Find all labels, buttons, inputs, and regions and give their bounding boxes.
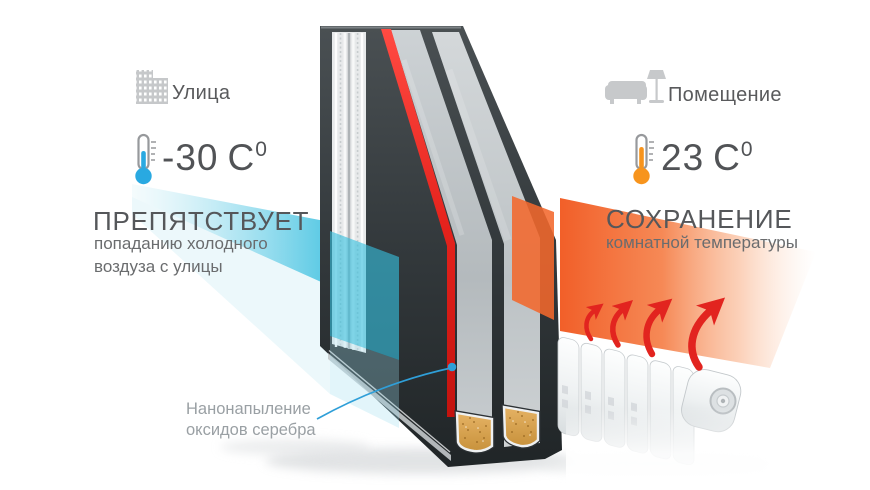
room-temperature-sup: 0 [740,138,754,161]
city-buildings-icon [136,70,168,104]
room-temperature-unit: C [713,137,741,178]
street-temperature-unit: C [227,137,256,178]
heat-arrow [688,297,726,371]
desiccant-spacer-1 [454,410,495,454]
radiator-fade [566,408,806,490]
thermometer-cold-icon [135,133,156,185]
street-description: попаданию холодного воздуза с улицы [94,232,304,278]
silver-coating-stripe [381,29,455,417]
heat-arrow [610,300,633,348]
street-label: Улица [172,82,231,104]
radiator [557,337,806,490]
coating-callout-line2: оксидов серебра [186,421,316,439]
radiator-valve [709,387,737,415]
thermometer-warm-icon [633,133,654,185]
coating-pointer-dot [447,362,457,372]
bottom-sill [328,349,451,461]
coating-pointer-line [316,367,452,420]
coating-callout: Нанонапыление оксидов серебра [186,399,316,441]
warm-beam-on-glass [512,196,554,320]
coating-callout-line1: Нанонапыление [186,400,311,418]
street-temperature-value: -30 [162,137,219,178]
room-heading: СОХРАНЕНИЕ [606,204,793,234]
heat-arrows [584,297,726,371]
street-description-line2: воздуза с улицы [94,257,223,276]
sofa-lamp-icon [605,70,666,104]
heat-arrow [643,298,673,358]
street-heading: ПРЕПЯТСТВУЕТ [93,206,310,236]
desiccant-spacer-2 [501,404,541,449]
middle-pane [391,30,492,443]
room-description: комнатной температуры [606,233,798,252]
warm-air-beam [560,198,816,368]
cold-beam-on-glass [330,231,399,428]
room-temperature-value: 23 [661,137,705,178]
glass-reflections [401,59,512,242]
frame-silhouette [320,26,562,467]
cold-air-beam [132,184,330,394]
street-temperature-sup: 0 [255,138,268,161]
room-label: Помещение [668,84,782,106]
street-description-line1: попаданию холодного [94,234,268,253]
inner-pane [432,32,540,447]
heat-arrow [584,303,604,342]
